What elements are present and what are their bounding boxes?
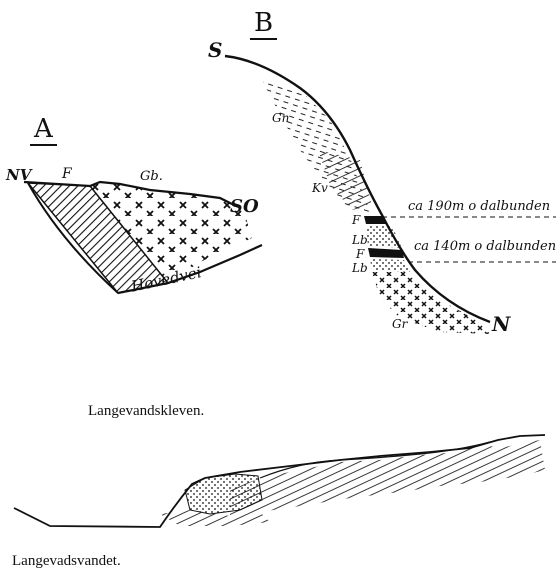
- section-b-label-kv: Kv: [312, 182, 328, 194]
- section-b-label-gr: Gr: [392, 318, 407, 330]
- section-a-letter: A: [34, 116, 53, 142]
- section-a-label-nw: NV: [6, 168, 31, 183]
- section-b-label-f1: F: [352, 214, 360, 226]
- section-b-label-f2: F: [356, 248, 364, 260]
- bottom-profile-hatched-ridge: [230, 440, 545, 516]
- section-b-lb-band-upper: [366, 226, 402, 248]
- caption-top: Langevandskleven.: [88, 404, 204, 419]
- section-a-label-se: SO: [230, 198, 259, 216]
- section-b-granite-body: [372, 272, 490, 334]
- section-b-letter: B: [254, 10, 273, 36]
- section-b: [225, 56, 556, 334]
- section-a-label-gb: Gb.: [140, 170, 163, 183]
- section-b-label-lb2: Lb: [352, 262, 368, 274]
- section-a-label-f: F: [62, 167, 72, 181]
- section-b-level-lower-label: ca 140m o dalbunden: [414, 240, 556, 253]
- section-b-label-gn: Gn: [272, 112, 289, 124]
- bottom-profile: [14, 435, 545, 527]
- section-b-f-band-lower: [368, 248, 404, 258]
- section-b-level-upper-label: ca 190m o dalbunden: [408, 200, 550, 213]
- section-b-label-lb1: Lb: [352, 234, 368, 246]
- section-b-label-s: S: [208, 40, 222, 60]
- section-b-label-n: N: [492, 314, 510, 334]
- caption-bottom: Langevadsvandet.: [12, 554, 121, 569]
- section-b-lb-band-lower: [370, 259, 410, 272]
